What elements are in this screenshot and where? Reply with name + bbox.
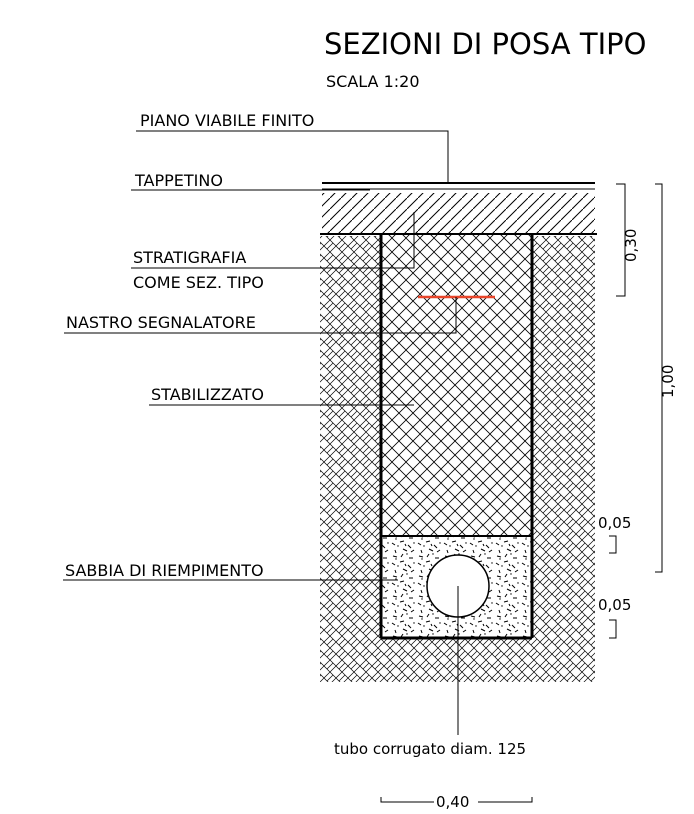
soil-right	[532, 236, 595, 682]
leader-warning-tape	[64, 297, 457, 334]
dim-sand-bottom: 0,05	[598, 596, 631, 614]
dim-sand-bottom-bracket	[609, 619, 617, 639]
label-fill-sand: SABBIA DI RIEMPIMENTO	[65, 561, 264, 580]
dim-total-bracket	[655, 183, 663, 573]
label-stratigraphy-2: COME SEZ. TIPO	[133, 273, 264, 292]
dim-total-depth: 1,00	[659, 365, 677, 398]
drawing-scale: SCALA 1:20	[326, 72, 420, 91]
dim-trench-width: 0,40	[436, 793, 469, 811]
stabilized-fill	[382, 235, 531, 536]
label-top-layer: TAPPETINO	[134, 171, 223, 190]
label-warning-tape: NASTRO SEGNALATORE	[66, 313, 256, 332]
label-stratigraphy-1: STRATIGRAFIA	[133, 248, 246, 267]
soil-left	[320, 236, 381, 682]
drawing-title: SEZIONI DI POSA TIPO	[324, 27, 646, 61]
soil-bottom	[381, 638, 532, 682]
dim-sand-top: 0,05	[598, 514, 631, 532]
dim-sand-top-bracket	[609, 535, 617, 554]
pavement-layer	[322, 193, 595, 233]
leader-stratigraphy	[131, 212, 415, 269]
dim-width-left	[380, 797, 434, 803]
dim-width-right	[478, 797, 533, 803]
label-stabilized: STABILIZZATO	[151, 385, 264, 404]
label-road-surface: PIANO VIABILE FINITO	[140, 111, 314, 130]
dim-pavement-bracket	[616, 183, 626, 297]
dim-pavement-depth: 0,30	[622, 229, 640, 262]
label-pipe: tubo corrugato diam. 125	[334, 740, 526, 758]
leader-road-surface	[136, 130, 449, 183]
